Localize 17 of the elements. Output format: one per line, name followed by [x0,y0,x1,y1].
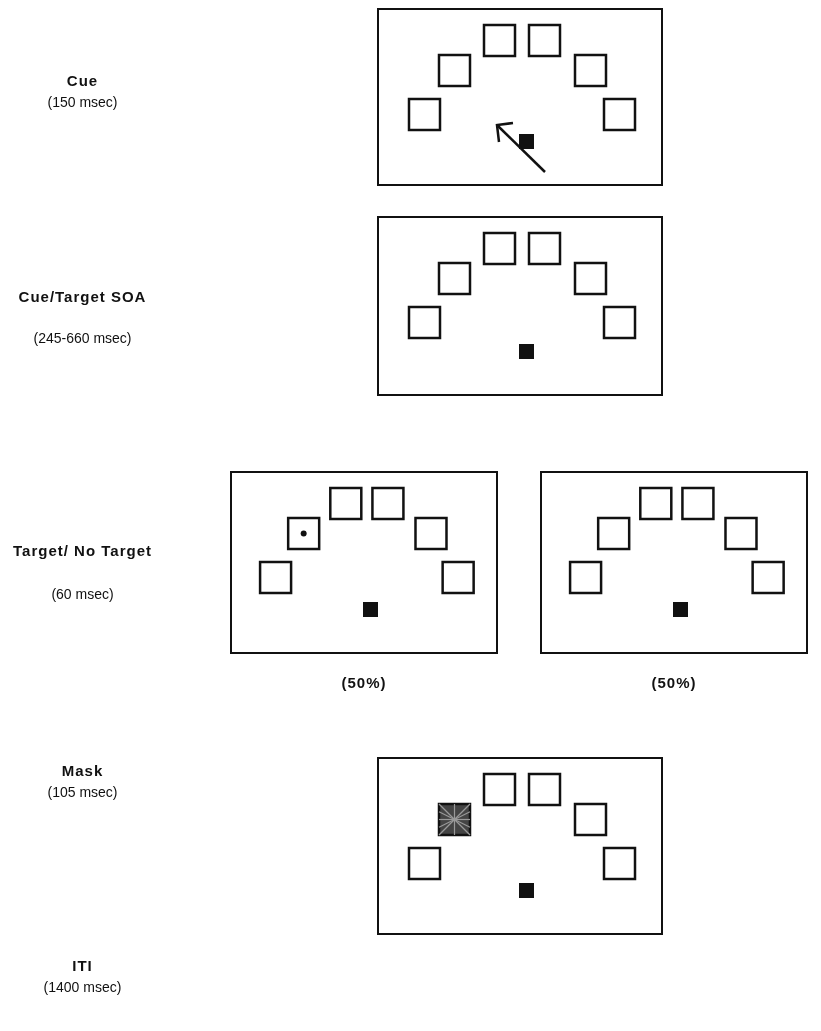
duration-label: (105 msec) [46,784,119,802]
display-panel [230,471,498,654]
display-panel [377,757,663,935]
phase-label: ITI [71,957,94,976]
phase-label: Cue [65,72,100,91]
display-panel [377,8,663,186]
display-panel [377,216,663,396]
duration-label: (60 msec) [50,586,115,604]
phase-label: Mask [60,762,105,781]
phase-label: Cue/Target SOA [17,288,148,307]
duration-label: (150 msec) [46,94,119,112]
probability-label: (50%) [650,674,698,691]
display-panel [540,471,808,654]
duration-label: (1400 msec) [42,979,123,997]
duration-label: (245-660 msec) [32,330,133,348]
phase-label: Target/ No Target [12,542,153,561]
probability-label: (50%) [340,674,388,691]
